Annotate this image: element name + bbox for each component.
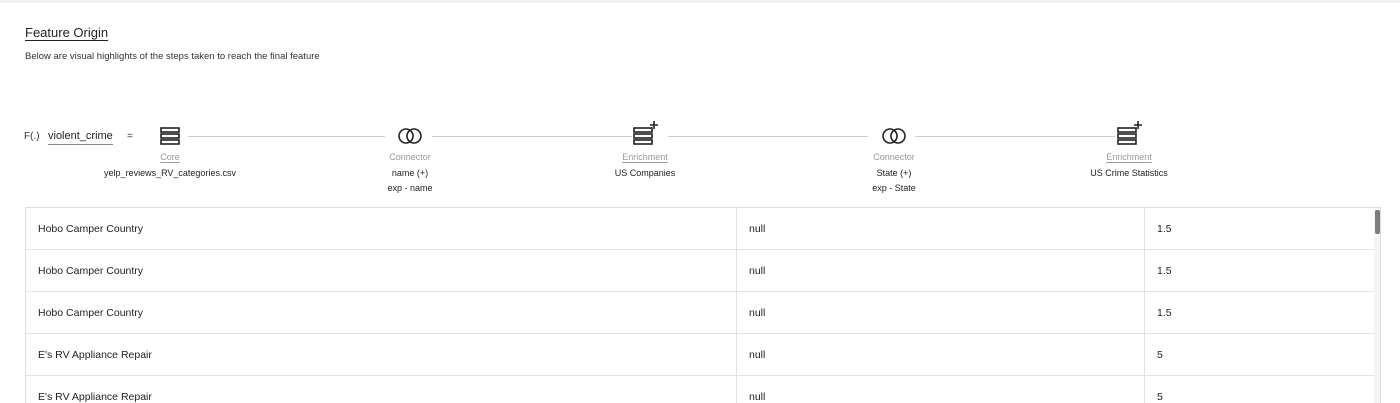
table-cell: 1.5 bbox=[1145, 292, 1375, 334]
scrollbar-thumb[interactable] bbox=[1375, 210, 1380, 234]
node-kind-label: Connector bbox=[794, 152, 994, 162]
table-cell: Hobo Camper Country bbox=[26, 292, 737, 334]
table-cell: Hobo Camper Country bbox=[26, 208, 737, 250]
stack-plus-icon bbox=[630, 118, 660, 148]
node-kind-label[interactable]: Enrichment bbox=[1029, 152, 1229, 162]
table-row[interactable]: Hobo Camper Country null 1.5 bbox=[26, 292, 1374, 334]
top-border bbox=[0, 0, 1400, 3]
table-cell: null bbox=[737, 376, 1145, 403]
formula-prefix: F(.) bbox=[24, 131, 40, 142]
node-detail: exp - State bbox=[794, 181, 994, 196]
node-detail: State (+) bbox=[794, 166, 994, 181]
table-cell: E's RV Appliance Repair bbox=[26, 334, 737, 376]
pipeline-node-connector[interactable]: Connector State (+) exp - State bbox=[794, 118, 994, 196]
feature-pipeline: F(.) violent_crime = Core yelp_reviews_R… bbox=[0, 118, 1400, 202]
table-row[interactable]: E's RV Appliance Repair null 5 bbox=[26, 334, 1374, 376]
node-detail: yelp_reviews_RV_categories.csv bbox=[70, 166, 270, 181]
table-cell: null bbox=[737, 334, 1145, 376]
table-cell: 5 bbox=[1145, 334, 1375, 376]
scrollbar-track[interactable] bbox=[1374, 208, 1380, 403]
page-subtitle: Below are visual highlights of the steps… bbox=[25, 51, 320, 62]
pipeline-node-enrichment[interactable]: Enrichment US Companies bbox=[545, 118, 745, 181]
rings-icon bbox=[879, 118, 909, 148]
node-kind-label[interactable]: Core bbox=[70, 152, 270, 162]
table-row[interactable]: Hobo Camper Country null 1.5 bbox=[26, 250, 1374, 292]
node-detail: exp - name bbox=[310, 181, 510, 196]
table-cell: 1.5 bbox=[1145, 208, 1375, 250]
page-title: Feature Origin bbox=[25, 25, 108, 40]
table-cell: null bbox=[737, 292, 1145, 334]
table-cell: null bbox=[737, 250, 1145, 292]
stack-plus-icon bbox=[1114, 118, 1144, 148]
node-detail: US Crime Statistics bbox=[1029, 166, 1229, 181]
table-cell: 5 bbox=[1145, 376, 1375, 403]
node-kind-label[interactable]: Enrichment bbox=[545, 152, 745, 162]
pipeline-node-enrichment[interactable]: Enrichment US Crime Statistics bbox=[1029, 118, 1229, 181]
results-table[interactable]: Hobo Camper Country null 1.5 Hobo Camper… bbox=[25, 207, 1381, 403]
table-cell: null bbox=[737, 208, 1145, 250]
node-kind-label: Connector bbox=[310, 152, 510, 162]
stack-icon bbox=[155, 118, 185, 148]
node-detail: US Companies bbox=[545, 166, 745, 181]
table-cell: E's RV Appliance Repair bbox=[26, 376, 737, 403]
table-cell: 1.5 bbox=[1145, 250, 1375, 292]
pipeline-node-connector[interactable]: Connector name (+) exp - name bbox=[310, 118, 510, 196]
table-cell: Hobo Camper Country bbox=[26, 250, 737, 292]
table-row[interactable]: Hobo Camper Country null 1.5 bbox=[26, 208, 1374, 250]
rings-icon bbox=[395, 118, 425, 148]
pipeline-node-core[interactable]: Core yelp_reviews_RV_categories.csv bbox=[70, 118, 270, 181]
table-row[interactable]: E's RV Appliance Repair null 5 bbox=[26, 376, 1374, 403]
node-detail: name (+) bbox=[310, 166, 510, 181]
